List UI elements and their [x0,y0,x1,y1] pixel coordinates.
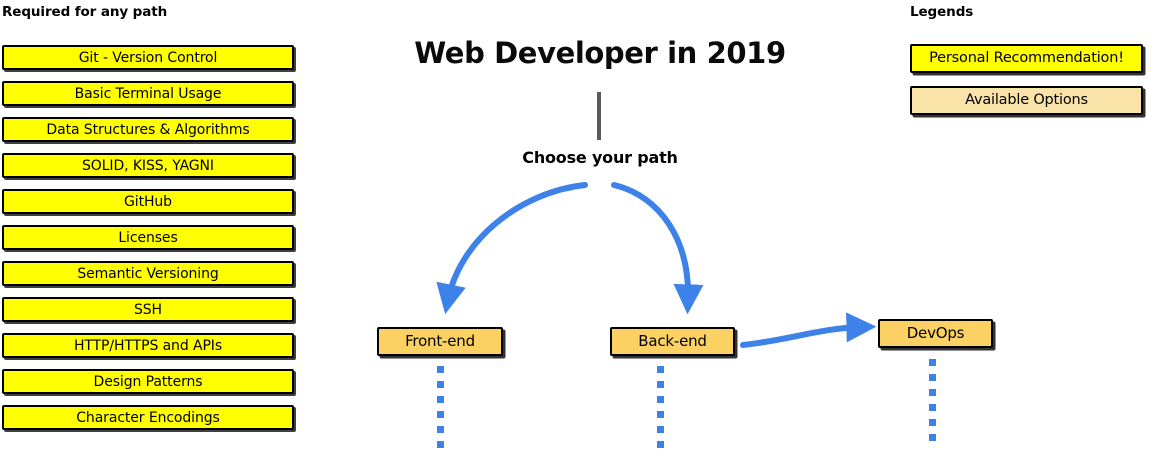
trail-dot [437,426,444,433]
path-node-devops[interactable]: DevOps [878,319,993,348]
arrow-to-backend [611,182,704,315]
required-skill-box[interactable]: HTTP/HTTPS and APIs [2,333,294,358]
dot-trail-backend [657,366,664,456]
required-skills-list: Git - Version Control Basic Terminal Usa… [2,45,294,441]
required-skill-box[interactable]: Licenses [2,225,294,250]
required-skill-label: SOLID, KISS, YAGNI [82,157,214,174]
required-skills-section: Required for any path Git - Version Cont… [2,0,294,430]
legend-heading: Legends [910,4,974,20]
required-skill-box[interactable]: Git - Version Control [2,45,294,70]
trail-dot [929,434,936,441]
required-skills-heading: Required for any path [2,4,168,20]
legend-item-personal-recommendation: Personal Recommendation! [910,44,1143,73]
path-node-label: DevOps [906,324,965,342]
trail-dot [929,389,936,396]
required-skill-box[interactable]: GitHub [2,189,294,214]
trail-dot [929,374,936,381]
trail-dot [657,411,664,418]
trail-dot [437,381,444,388]
trail-dot [437,366,444,373]
dot-trail-devops [929,359,936,449]
required-skill-label: Data Structures & Algorithms [46,121,250,138]
path-node-frontend[interactable]: Front-end [377,327,503,356]
required-skill-box[interactable]: Semantic Versioning [2,261,294,286]
required-skill-label: Git - Version Control [78,49,218,66]
required-skill-label: SSH [133,301,162,318]
page-title: Web Developer in 2019 [414,36,786,70]
trail-dot [657,396,664,403]
choose-path-label: Choose your path [522,148,678,167]
trail-dot [437,396,444,403]
required-skill-label: GitHub [124,193,172,210]
path-node-label: Back-end [638,332,707,350]
trail-dot [929,404,936,411]
trail-dot [929,419,936,426]
trail-dot [437,441,444,448]
trail-dot [437,411,444,418]
required-skill-label: Basic Terminal Usage [74,85,222,102]
legend-item-label: Available Options [965,92,1088,108]
required-skill-box[interactable]: SSH [2,297,294,322]
path-node-backend[interactable]: Back-end [610,327,735,356]
required-skill-box[interactable]: Data Structures & Algorithms [2,117,294,142]
required-skill-box[interactable]: Design Patterns [2,369,294,394]
required-skill-box[interactable]: Character Encodings [2,405,294,430]
required-skill-label: Design Patterns [93,373,203,390]
trail-dot [657,426,664,433]
trail-dot [929,359,936,366]
required-skill-label: HTTP/HTTPS and APIs [73,337,223,354]
legend-item-available-options: Available Options [910,86,1143,115]
arrow-to-frontend [436,182,588,315]
arrow-backend-to-devops [740,312,877,348]
legend-section: Legends Personal Recommendation! Availab… [910,0,1145,115]
required-skill-label: Licenses [118,229,178,246]
required-skill-box[interactable]: Basic Terminal Usage [2,81,294,106]
title-stem-line [597,92,601,140]
dot-trail-frontend [437,366,444,456]
path-node-label: Front-end [405,332,475,350]
trail-dot [657,381,664,388]
required-skill-label: Semantic Versioning [77,265,219,282]
required-skill-label: Character Encodings [76,409,220,426]
trail-dot [657,441,664,448]
legend-item-label: Personal Recommendation! [929,50,1124,66]
trail-dot [657,366,664,373]
required-skill-box[interactable]: SOLID, KISS, YAGNI [2,153,294,178]
